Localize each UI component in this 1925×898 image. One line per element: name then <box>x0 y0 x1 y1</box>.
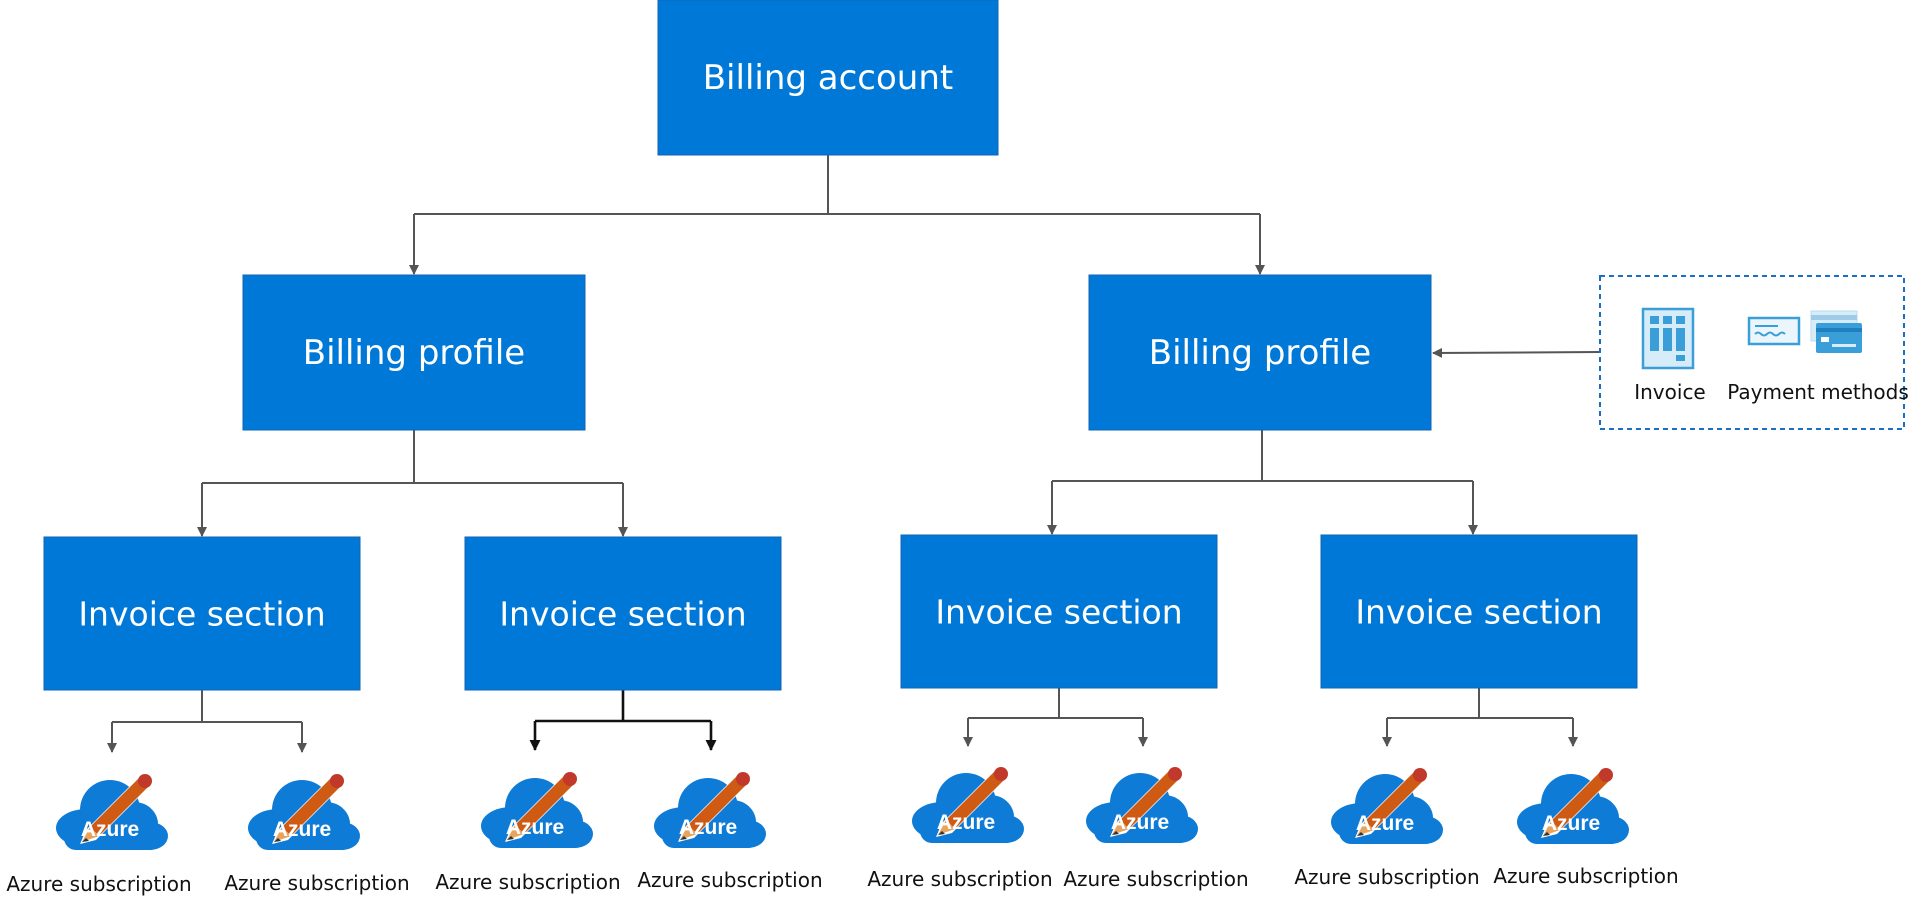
azure-cloud-pencil-icon <box>56 774 168 850</box>
legend-connector-arrow <box>1432 347 1601 358</box>
azure-cloud-pencil-icon <box>912 767 1024 843</box>
billing-account-label: Billing account <box>703 58 954 98</box>
azure-badge-text: Azure <box>1542 812 1600 835</box>
invoice-section-label: Invoice section <box>499 595 746 634</box>
invoice-section-node[interactable]: Invoice section <box>1320 534 1638 689</box>
azure-subscription-caption: Azure subscription <box>1493 864 1678 888</box>
azure-subscription-caption: Azure subscription <box>224 871 409 895</box>
azure-badge-text: Azure <box>1111 811 1169 834</box>
azure-subscription[interactable]: Azure Azure subscription <box>867 767 1053 891</box>
azure-subscription[interactable]: Azure Azure subscription <box>6 774 192 896</box>
invoice-section-node[interactable]: Invoice section <box>900 534 1218 689</box>
azure-cloud-pencil-icon <box>248 774 360 850</box>
payment-methods-legend-label: Payment methods <box>1727 380 1909 404</box>
invoice-legend-label: Invoice <box>1634 380 1706 404</box>
invoice-section-node[interactable]: Invoice section <box>43 536 361 691</box>
azure-subscription-caption: Azure subscription <box>1063 867 1248 891</box>
azure-cloud-pencil-icon <box>654 772 766 848</box>
azure-subscription[interactable]: Azure Azure subscription <box>224 774 410 895</box>
azure-subscription-caption: Azure subscription <box>1294 865 1479 889</box>
azure-subscription[interactable]: Azure Azure subscription <box>1493 768 1679 888</box>
billing-profile-label: Billing profile <box>303 333 525 373</box>
azure-subscription[interactable]: Azure Azure subscription <box>1063 767 1249 891</box>
billing-profile-node[interactable]: Billing profile <box>242 274 586 431</box>
billing-account-node[interactable]: Billing account <box>657 0 999 156</box>
azure-cloud-pencil-icon <box>1086 767 1198 843</box>
billing-profile-legend: Invoice Payment methods <box>1599 275 1909 430</box>
azure-badge-text: Azure <box>81 818 139 841</box>
azure-cloud-pencil-icon <box>1517 768 1629 844</box>
azure-subscription-caption: Azure subscription <box>637 868 822 892</box>
azure-subscription-caption: Azure subscription <box>6 872 191 896</box>
azure-subscription-caption: Azure subscription <box>867 867 1052 891</box>
azure-badge-text: Azure <box>1356 812 1414 835</box>
payment-methods-icon <box>1747 310 1862 353</box>
azure-subscription[interactable]: Azure Azure subscription <box>435 772 621 894</box>
azure-badge-text: Azure <box>273 818 331 841</box>
azure-badge-text: Azure <box>506 816 564 839</box>
invoice-section-label: Invoice section <box>78 595 325 634</box>
billing-profile-label: Billing profile <box>1149 333 1371 373</box>
azure-subscription[interactable]: Azure Azure subscription <box>637 772 823 892</box>
connector-lines <box>107 155 1601 753</box>
invoice-section-label: Invoice section <box>935 593 1182 632</box>
azure-subscription[interactable]: Azure Azure subscription <box>1294 768 1480 889</box>
billing-profile-node[interactable]: Billing profile <box>1088 274 1432 431</box>
azure-cloud-pencil-icon <box>481 772 593 848</box>
azure-subscription-caption: Azure subscription <box>435 870 620 894</box>
azure-badge-text: Azure <box>679 816 737 839</box>
invoice-icon <box>1641 307 1695 370</box>
invoice-section-node[interactable]: Invoice section <box>464 536 782 691</box>
invoice-section-label: Invoice section <box>1355 593 1602 632</box>
azure-cloud-pencil-icon <box>1331 768 1443 844</box>
azure-badge-text: Azure <box>937 811 995 834</box>
